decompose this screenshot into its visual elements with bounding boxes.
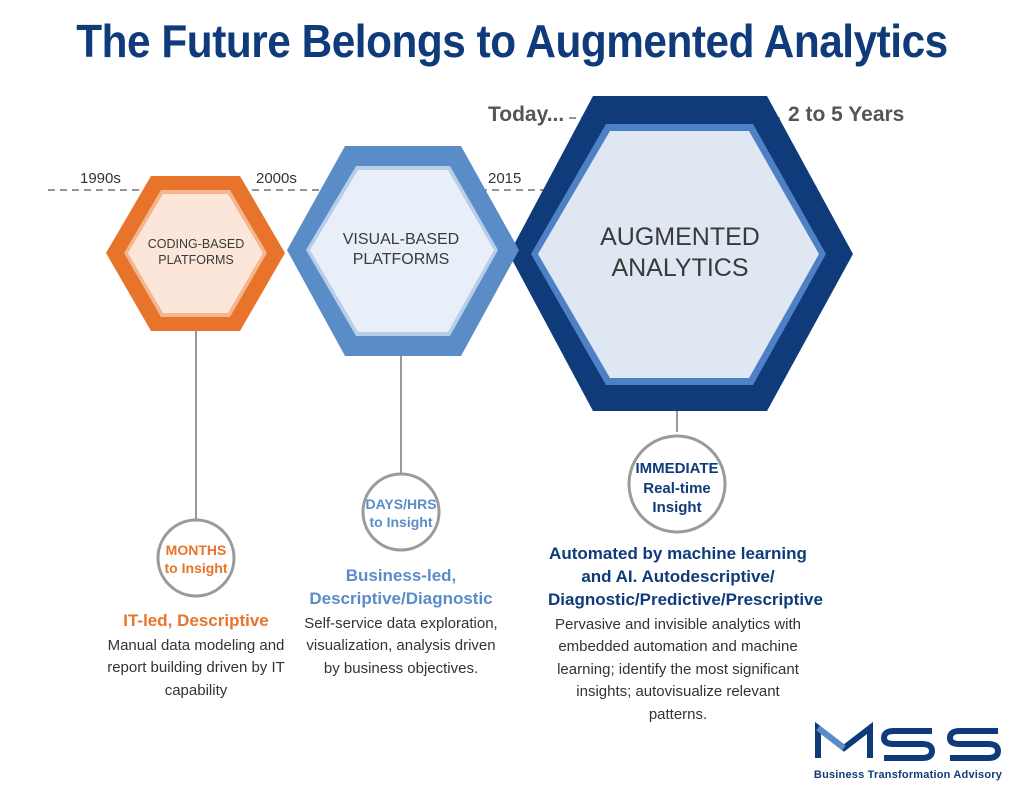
- speed-text-2: DAYS/HRS to Insight: [365, 495, 437, 531]
- company-logo: Business Transformation Advisory: [808, 721, 1008, 781]
- hex-label-visual: VISUAL-BASED PLATFORMS: [342, 231, 460, 268]
- hexagon-coding-inner: [128, 194, 263, 313]
- logo-tagline: Business Transformation Advisory: [813, 769, 1003, 781]
- speed-circle-2: [361, 472, 441, 552]
- stage-description-coding: Manual data modeling and report building…: [107, 636, 285, 699]
- hex-label-coding: CODING-BASED PLATFORMS: [147, 237, 245, 267]
- stage-description-augmented: Pervasive and invisible analytics with e…: [555, 615, 801, 723]
- stage-heading-visual: Business-led, Descriptive/Diagnostic: [309, 566, 493, 608]
- speed-text-1: MONTHS to Insight: [160, 541, 232, 577]
- era-label-2000s: 2000s: [252, 170, 301, 187]
- future-label: 2 to 5 Years: [784, 103, 909, 127]
- speed-circle-1: [156, 518, 236, 598]
- era-label-2015: 2015: [484, 170, 526, 187]
- today-label: Today...: [484, 103, 569, 127]
- logo-mark: [815, 721, 1002, 761]
- stage-heading-augmented: Automated by machine learning and AI. Au…: [548, 544, 823, 609]
- stage-description-visual: Self-service data exploration, visualiza…: [304, 614, 498, 677]
- stage-block-coding: IT-led, Descriptive Manual data modeling…: [98, 610, 294, 702]
- speed-2-line-1: DAYS/HRS: [365, 496, 437, 512]
- speed-1-line-1: MONTHS: [165, 542, 227, 558]
- stage-block-visual: Business-led, Descriptive/Diagnostic Sel…: [300, 565, 502, 680]
- stage-block-augmented: Automated by machine learning and AI. Au…: [548, 543, 823, 726]
- speed-3-line-2: Real-time: [643, 479, 711, 497]
- speed-2-line-2: to Insight: [369, 514, 433, 531]
- era-label-1990s: 1990s: [76, 170, 125, 187]
- stage-heading-coding: IT-led, Descriptive: [123, 611, 269, 630]
- page-title: The Future Belongs to Augmented Analytic…: [76, 15, 948, 67]
- hex-label-augmented: AUGMENTED ANALYTICS: [600, 223, 760, 283]
- hexagon-visual-inner: [310, 170, 494, 332]
- speed-1-line-2: to Insight: [164, 560, 228, 577]
- speed-3-line-1: IMMEDIATE: [635, 460, 719, 477]
- speed-circle-3: [627, 434, 727, 534]
- speed-3-line-3: Insight: [652, 499, 702, 516]
- hexagon-augmented-inner: [538, 131, 819, 378]
- speed-text-3: IMMEDIATE Real-time Insight: [632, 459, 722, 518]
